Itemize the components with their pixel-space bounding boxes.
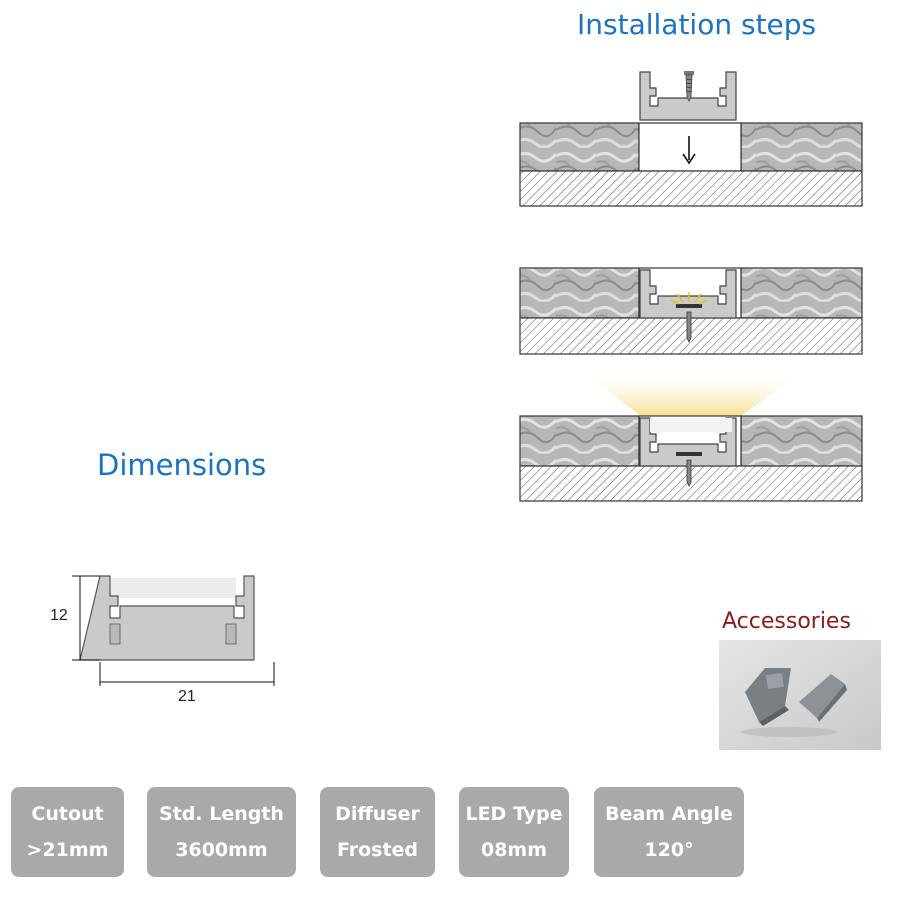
spec-card-cutout: Cutout >21mm <box>11 787 124 877</box>
spec-label: Cutout <box>31 803 104 825</box>
height-dimension-label: 12 <box>50 607 68 624</box>
screw-icon <box>686 311 692 343</box>
spec-value: 120° <box>644 839 694 861</box>
dimensions-title: Dimensions <box>97 448 267 482</box>
spec-card-led-type: LED Type 08mm <box>459 787 569 877</box>
spec-card-beam-angle: Beam Angle 120° <box>594 787 744 877</box>
spec-label: Diffuser <box>335 803 420 825</box>
spec-value: >21mm <box>26 839 109 861</box>
spec-value: Frosted <box>336 839 419 861</box>
spec-label: LED Type <box>465 803 563 825</box>
spec-label: Beam Angle <box>605 803 733 825</box>
installation-step-1-diagram <box>519 71 863 207</box>
spec-value: 3600mm <box>175 839 268 861</box>
installation-steps-title: Installation steps <box>577 8 817 41</box>
spec-card-std-length: Std. Length 3600mm <box>147 787 296 877</box>
accessories-title: Accessories <box>722 609 851 634</box>
spec-value: 08mm <box>480 839 548 861</box>
installation-step-3-diagram <box>519 376 863 502</box>
led-light-icon <box>670 292 708 308</box>
width-dimension-label: 21 <box>178 688 196 705</box>
spec-card-diffuser: Diffuser Frosted <box>320 787 435 877</box>
light-glow-icon <box>588 376 796 416</box>
spec-label: Std. Length <box>159 803 284 825</box>
screw-icon <box>684 71 694 102</box>
screw-icon <box>686 459 692 487</box>
down-arrow-icon <box>682 136 696 165</box>
profile-shape <box>639 71 737 121</box>
end-cap-photo <box>719 640 881 750</box>
profile-dimension-drawing: 12 21 <box>50 575 275 705</box>
installation-step-2-diagram <box>519 267 863 355</box>
